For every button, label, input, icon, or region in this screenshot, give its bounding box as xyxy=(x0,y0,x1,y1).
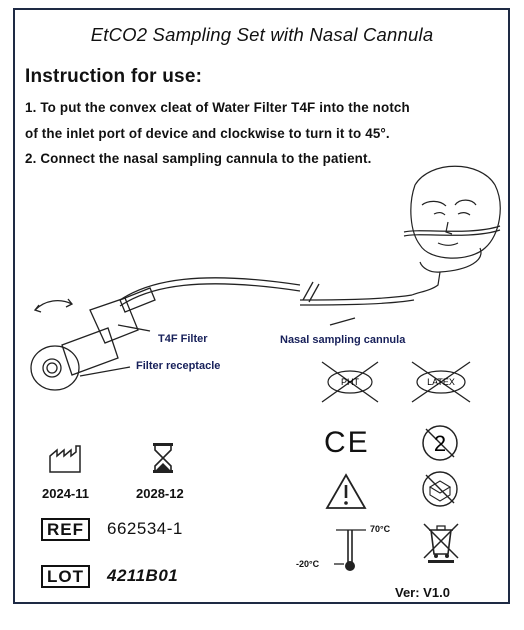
expiry-date: 2028-12 xyxy=(136,486,184,501)
ref-label: REF xyxy=(41,518,90,541)
t4f-filter-label: T4F Filter xyxy=(158,333,208,345)
document-frame xyxy=(13,8,510,604)
lot-value: 4211B01 xyxy=(107,566,179,585)
version-label: Ver: V1.0 xyxy=(395,585,450,600)
lot-label: LOT xyxy=(41,565,90,588)
temp-high-limit: 70°C xyxy=(370,524,391,534)
no-latex-icon: LATEX xyxy=(411,361,471,403)
weee-disposal-icon xyxy=(423,523,459,563)
caution-icon xyxy=(325,473,367,509)
pht-text: PHT xyxy=(341,377,360,387)
filter-receptacle-label: Filter receptacle xyxy=(136,360,221,372)
nasal-cannula-label: Nasal sampling cannula xyxy=(280,334,406,346)
manufacture-date: 2024-11 xyxy=(42,486,89,501)
temperature-limit-icon xyxy=(334,529,366,571)
manufacture-date-icon xyxy=(49,445,81,473)
ref-value: 662534-1 xyxy=(107,519,183,538)
ce-mark-icon: CE xyxy=(324,426,370,459)
expiry-date-icon xyxy=(153,443,173,473)
no-pht-icon: PHT xyxy=(321,361,379,403)
instruction-step-2: 2. Connect the nasal sampling cannula to… xyxy=(25,151,372,166)
temp-low-limit: -20°C xyxy=(296,559,320,569)
instruction-step-1-line-1: 1. To put the convex cleat of Water Filt… xyxy=(25,100,410,115)
damaged-package-icon xyxy=(422,471,458,507)
single-use-text: 2 xyxy=(434,431,446,456)
latex-text: LATEX xyxy=(427,377,455,387)
instruction-step-1-line-2: of the inlet port of device and clockwis… xyxy=(25,126,390,141)
document-title: EtCO2 Sampling Set with Nasal Cannula xyxy=(90,24,434,45)
single-use-icon: 2 xyxy=(422,425,458,461)
instructions-heading: Instruction for use: xyxy=(25,66,203,87)
